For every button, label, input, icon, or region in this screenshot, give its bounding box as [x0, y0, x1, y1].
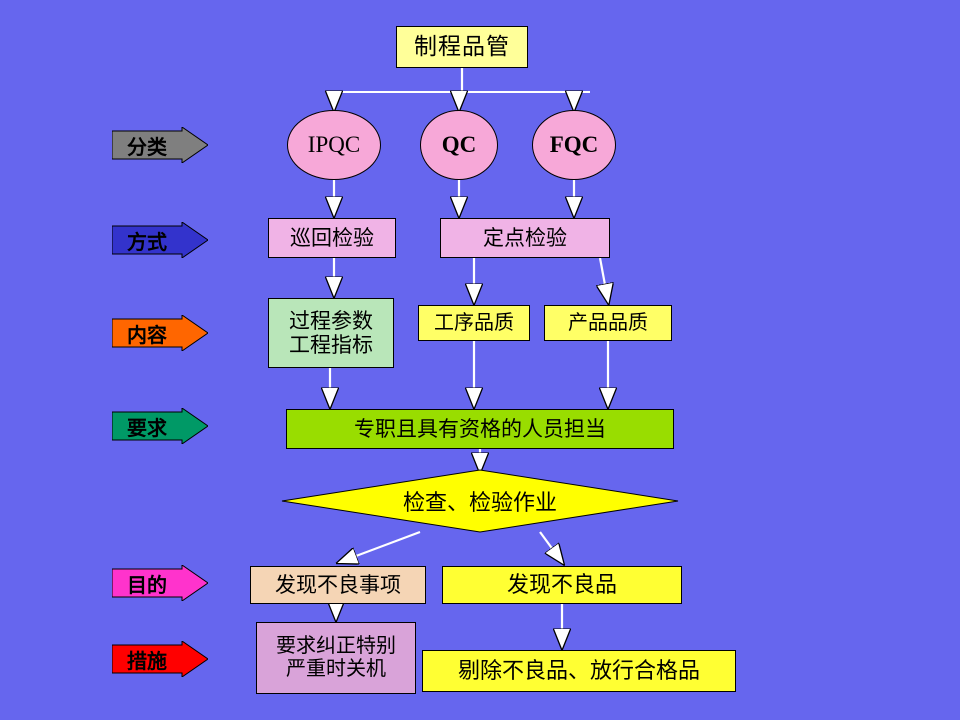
banner-method: 方式 [112, 222, 208, 258]
node-category-ipqc: IPQC [287, 110, 381, 180]
node-title: 制程品管 [396, 26, 528, 68]
banner-action: 措施 [112, 641, 208, 677]
node-method-patrol: 巡回检验 [268, 218, 396, 258]
node-content-process-params: 过程参数 工程指标 [268, 298, 394, 368]
banner-purpose-label: 目的 [127, 574, 167, 597]
banner-method-label: 方式 [127, 231, 167, 254]
banner-content-label: 内容 [127, 324, 167, 347]
banner-classification: 分类 [112, 127, 208, 163]
banner-action-label: 措施 [127, 650, 167, 673]
node-category-fqc: FQC [532, 110, 616, 180]
banner-requirement-label: 要求 [127, 417, 167, 440]
node-content-process-quality: 工序品质 [418, 305, 530, 341]
banner-classification-label: 分类 [127, 136, 167, 159]
node-purpose-find-defect-product: 发现不良品 [442, 566, 682, 604]
node-content-product-quality: 产品品质 [544, 305, 672, 341]
node-operation-label: 检查、检验作业 [402, 490, 557, 515]
banner-content: 内容 [112, 315, 208, 351]
node-method-fixed-point: 定点检验 [440, 218, 610, 258]
banner-purpose: 目的 [112, 565, 208, 601]
node-requirement: 专职且具有资格的人员担当 [286, 409, 674, 449]
node-action-correction: 要求纠正特别 严重时关机 [256, 622, 416, 694]
node-operation: 检查、检验作业 [282, 470, 678, 532]
node-purpose-find-defect-item: 发现不良事项 [250, 566, 426, 604]
node-category-qc: QC [420, 110, 498, 180]
banner-requirement: 要求 [112, 408, 208, 444]
node-action-remove-defects: 剔除不良品、放行合格品 [422, 650, 736, 692]
